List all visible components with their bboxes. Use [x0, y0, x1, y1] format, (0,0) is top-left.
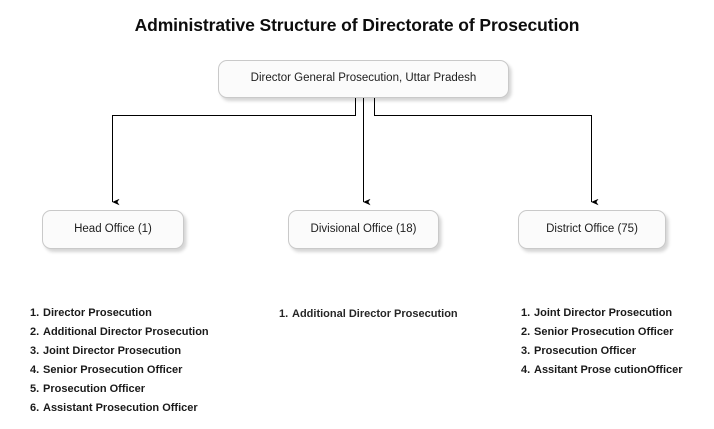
- role-item-index: 1.: [30, 307, 40, 319]
- role-item-index: 1.: [521, 307, 531, 319]
- node-district-office[interactable]: District Office (75): [518, 210, 666, 249]
- role-item-title: Assitant Prose cutionOfficer: [534, 364, 683, 376]
- page-title: Administrative Structure of Directorate …: [134, 15, 580, 35]
- role-item-index: 6.: [30, 402, 40, 414]
- role-item-title: Additional Director Prosecution: [43, 326, 209, 338]
- role-item-index: 3.: [521, 345, 531, 357]
- role-item: 4.Assitant Prose cutionOfficer: [521, 361, 683, 380]
- node-label: Head Office (1): [74, 222, 152, 235]
- role-item: 1.Joint Director Prosecution: [521, 304, 683, 323]
- role-item-index: 2.: [521, 326, 531, 338]
- role-item-index: 2.: [30, 326, 40, 338]
- role-item-index: 1.: [279, 308, 289, 320]
- node-director-general[interactable]: Director General Prosecution, Uttar Prad…: [218, 60, 509, 98]
- role-item-title: Director Prosecution: [43, 307, 152, 319]
- role-list-divisional-office: 1.Additional Director Prosecution: [279, 305, 458, 324]
- node-label: Director General Prosecution, Uttar Prad…: [250, 72, 477, 85]
- role-item: 4.Senior Prosecution Officer: [30, 361, 209, 380]
- role-item-title: Joint Director Prosecution: [534, 307, 673, 319]
- role-item: 2.Additional Director Prosecution: [30, 323, 209, 342]
- role-item-index: 4.: [521, 364, 531, 376]
- role-item-index: 3.: [30, 345, 40, 357]
- role-item: 1.Additional Director Prosecution: [279, 305, 458, 324]
- node-head-office[interactable]: Head Office (1): [42, 210, 184, 249]
- node-label: Divisional Office (18): [310, 222, 417, 235]
- role-item: 5.Prosecution Officer: [30, 380, 209, 399]
- role-item-title: Senior Prosecution Officer: [43, 364, 183, 376]
- role-item: 3.Joint Director Prosecution: [30, 342, 209, 361]
- role-item-index: 5.: [30, 383, 40, 395]
- role-item-title: Senior Prosecution Officer: [534, 326, 674, 338]
- role-item: 2.Senior Prosecution Officer: [521, 323, 683, 342]
- role-item: 1.Director Prosecution: [30, 304, 209, 323]
- role-item-title: Assistant Prosecution Officer: [43, 402, 198, 414]
- role-item: 6.Assistant Prosecution Officer: [30, 399, 209, 418]
- role-item-title: Prosecution Officer: [534, 345, 637, 357]
- role-item-title: Additional Director Prosecution: [292, 308, 458, 320]
- node-divisional-office[interactable]: Divisional Office (18): [288, 210, 439, 249]
- role-item-index: 4.: [30, 364, 40, 376]
- role-item-title: Prosecution Officer: [43, 383, 146, 395]
- role-item-title: Joint Director Prosecution: [43, 345, 182, 357]
- connector-head-office: [111, 97, 357, 206]
- node-label: District Office (75): [546, 222, 638, 235]
- connector-district-office: [373, 97, 599, 206]
- role-item: 3.Prosecution Officer: [521, 342, 683, 361]
